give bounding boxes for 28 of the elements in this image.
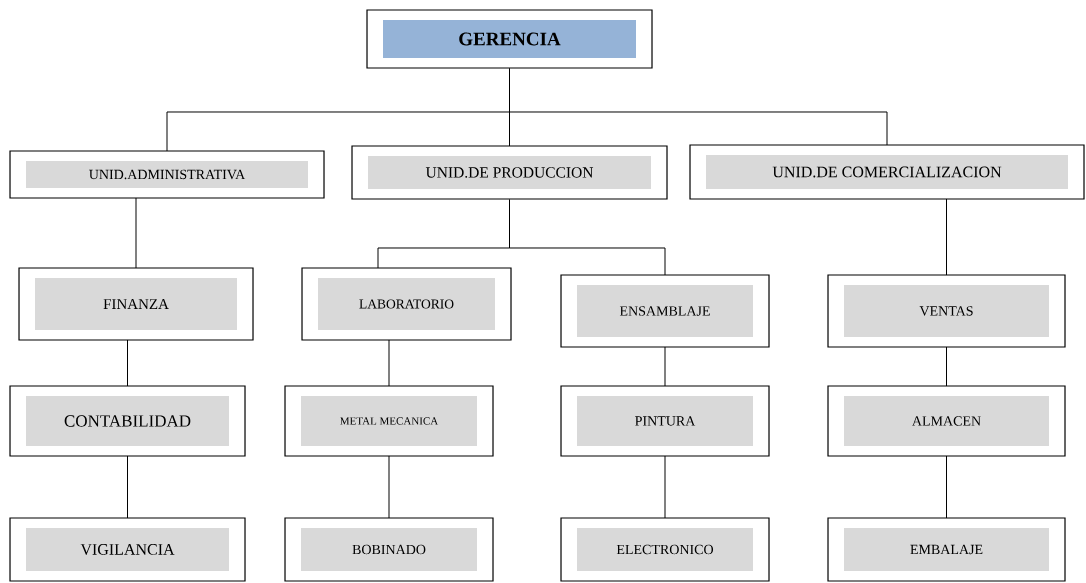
org-box: UNID.ADMINISTRATIVA [9, 150, 325, 199]
org-box: CONTABILIDAD [9, 385, 246, 457]
org-box: ELECTRONICO [560, 517, 770, 582]
org-box: EMBALAJE [827, 517, 1066, 582]
connector-line [135, 197, 137, 269]
connector-line [946, 198, 947, 276]
connector-line [509, 199, 666, 276]
connector-line [127, 339, 128, 387]
connector-line [388, 339, 390, 387]
org-box: UNID.DE COMERCIALIZACION [689, 144, 1085, 200]
connector-line [127, 455, 128, 519]
org-box: UNID.DE PRODUCCION [351, 145, 668, 200]
org-box: ALMACEN [827, 385, 1066, 457]
org-box: VIGILANCIA [9, 517, 246, 582]
connector-line [509, 68, 888, 146]
org-box: LABORATORIO [301, 267, 512, 341]
org-box: FINANZA [18, 267, 254, 341]
connector-line [946, 455, 947, 519]
org-box: BOBINADO [284, 517, 494, 582]
connector-line [664, 346, 666, 387]
connector-line [946, 346, 947, 387]
connector-line [388, 455, 390, 519]
org-box: METAL MECANICA [284, 385, 494, 457]
connector-line [664, 455, 666, 519]
org-box: VENTAS [827, 274, 1066, 348]
org-box: GERENCIA [366, 9, 653, 69]
org-box: PINTURA [560, 385, 770, 457]
org-box: ENSAMBLAJE [560, 274, 770, 348]
